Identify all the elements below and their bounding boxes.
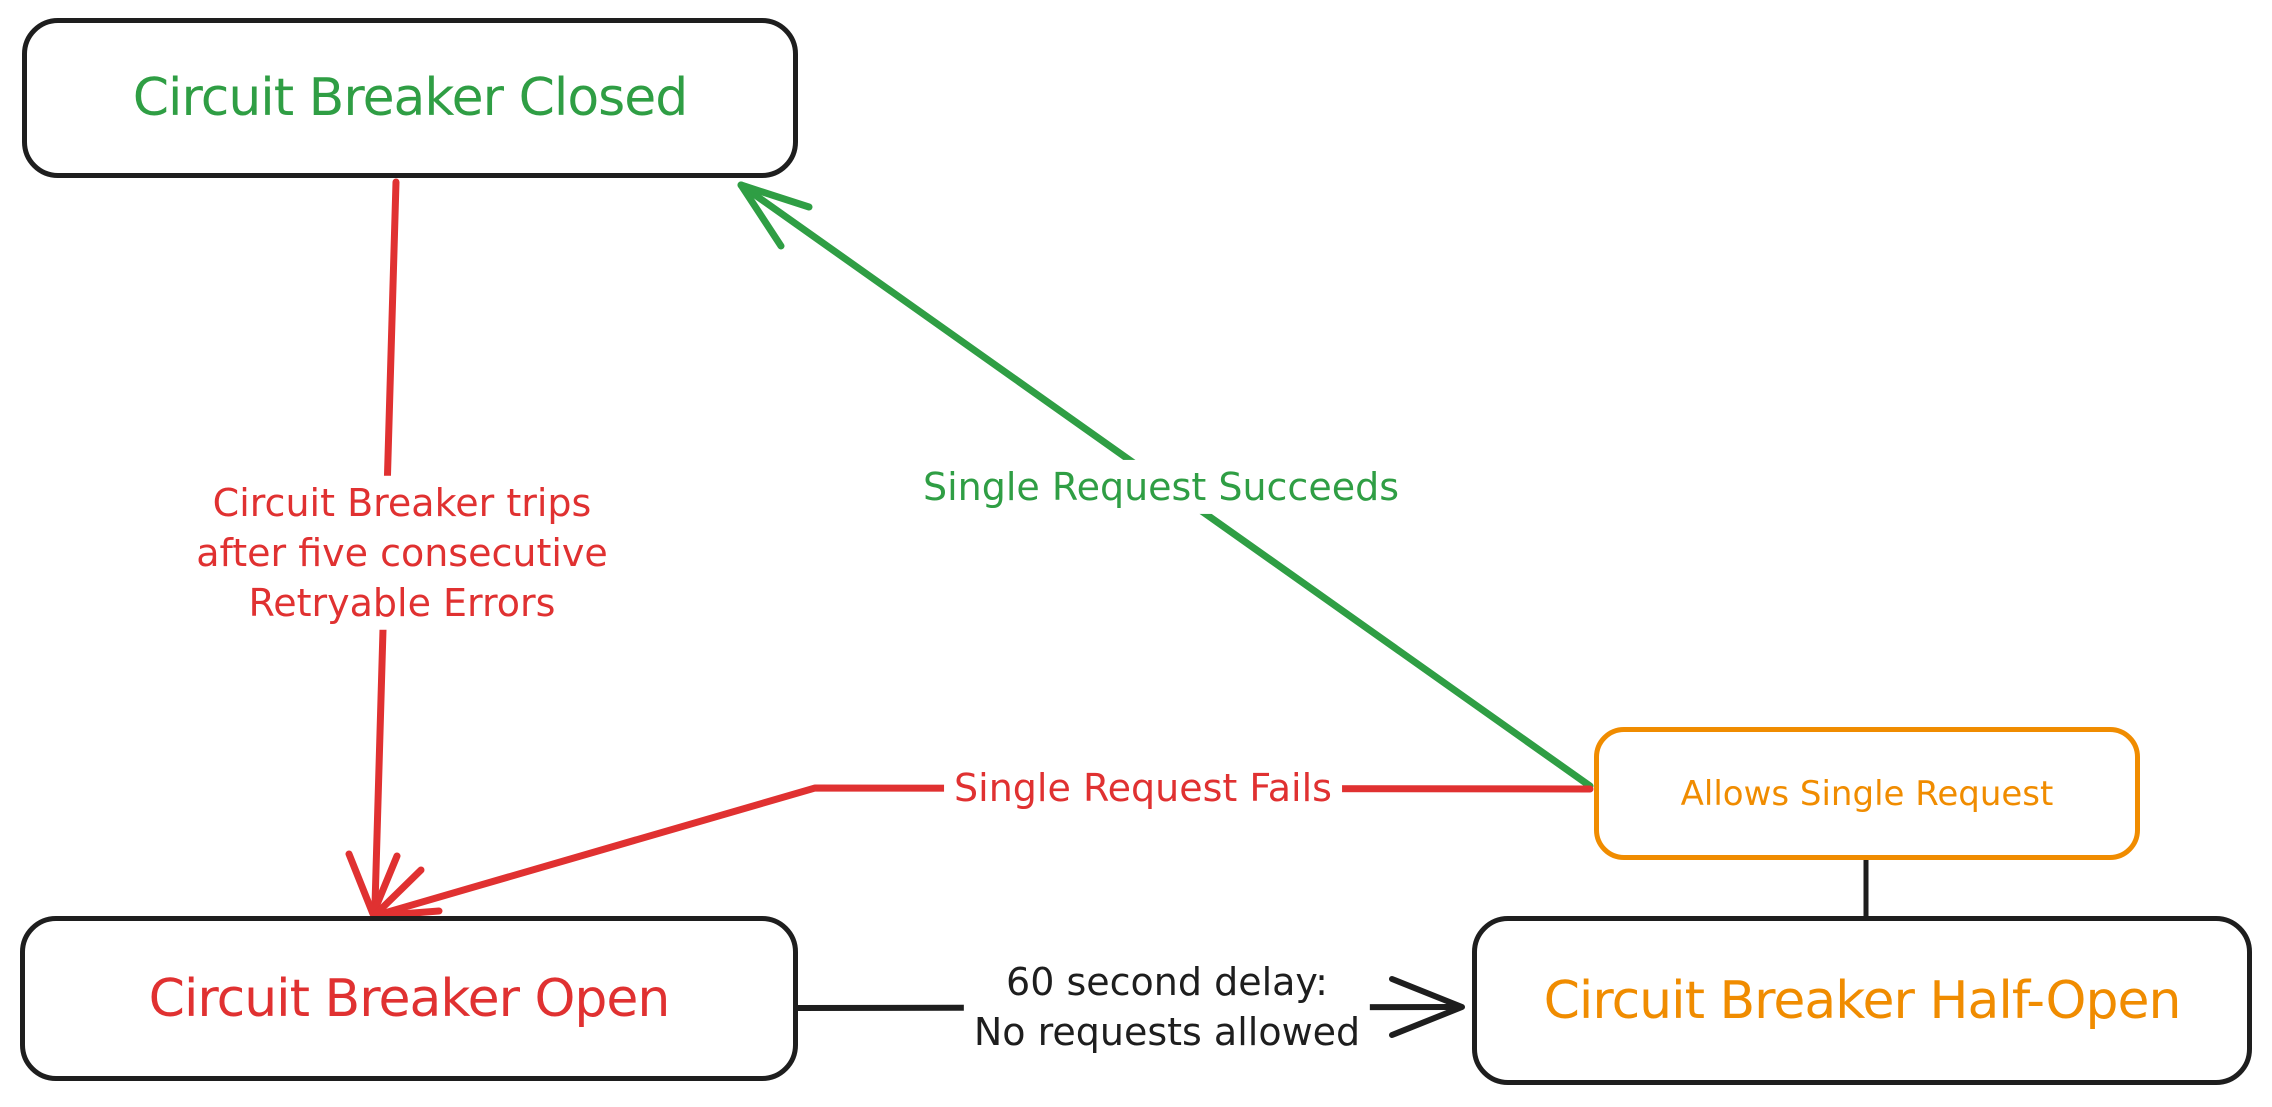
state-label-allows-single-request: Allows Single Request <box>1680 773 2054 814</box>
edge-label-fail: Single Request Fails <box>944 760 1342 816</box>
edge-label-trip: Circuit Breaker trips after five consecu… <box>186 475 618 631</box>
edge-label-success: Single Request Succeeds <box>912 459 1410 515</box>
edge-label-delay: 60 second delay: No requests allowed <box>963 954 1371 1060</box>
trip-arrowhead <box>345 850 401 918</box>
state-node-circuit-breaker-half-open: Circuit Breaker Half-Open <box>1472 916 2252 1085</box>
success-arrowhead <box>737 181 813 250</box>
fail-arrowhead <box>370 866 443 920</box>
state-label-half-open: Circuit Breaker Half-Open <box>1543 970 2182 1031</box>
state-node-circuit-breaker-closed: Circuit Breaker Closed <box>22 18 798 178</box>
delay-arrowhead <box>1389 976 1465 1038</box>
state-node-allows-single-request: Allows Single Request <box>1594 727 2140 860</box>
state-label-open: Circuit Breaker Open <box>148 968 671 1029</box>
state-label-closed: Circuit Breaker Closed <box>132 68 688 128</box>
state-node-circuit-breaker-open: Circuit Breaker Open <box>20 916 798 1081</box>
